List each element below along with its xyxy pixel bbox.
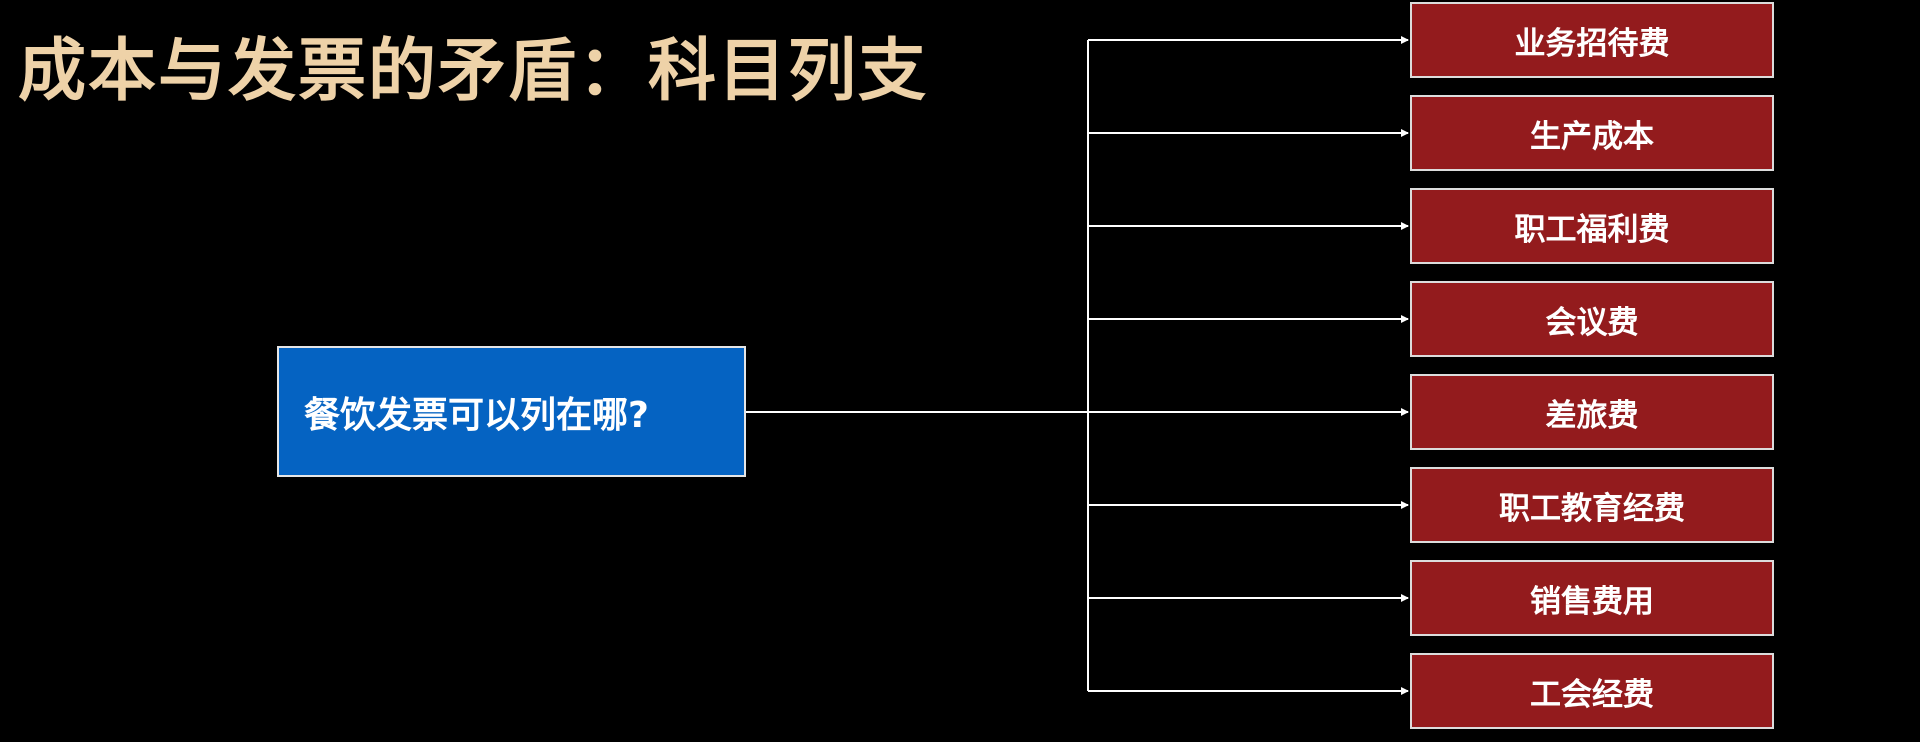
account-box-staff-education: 职工教育经费 xyxy=(1410,467,1774,543)
account-label: 销售费用 xyxy=(1530,583,1654,620)
account-box-selling-expense: 销售费用 xyxy=(1410,560,1774,636)
account-box-travel-expense: 差旅费 xyxy=(1410,374,1774,450)
account-box-business-entertainment: 业务招待费 xyxy=(1410,2,1774,78)
account-label: 工会经费 xyxy=(1530,676,1654,713)
question-box: 餐饮发票可以列在哪? xyxy=(277,346,746,477)
account-label: 职工福利费 xyxy=(1514,211,1670,248)
account-box-meeting-expense: 会议费 xyxy=(1410,281,1774,357)
account-box-staff-welfare: 职工福利费 xyxy=(1410,188,1774,264)
account-label: 职工教育经费 xyxy=(1499,490,1685,527)
account-box-production-cost: 生产成本 xyxy=(1410,95,1774,171)
slide-title: 成本与发票的矛盾：科目列支 xyxy=(18,31,929,111)
question-text: 餐饮发票可以列在哪? xyxy=(304,394,649,436)
account-label: 差旅费 xyxy=(1545,397,1639,434)
account-label: 生产成本 xyxy=(1530,118,1654,155)
account-box-union-fund: 工会经费 xyxy=(1410,653,1774,729)
account-label: 业务招待费 xyxy=(1514,25,1670,62)
account-label: 会议费 xyxy=(1545,304,1639,341)
